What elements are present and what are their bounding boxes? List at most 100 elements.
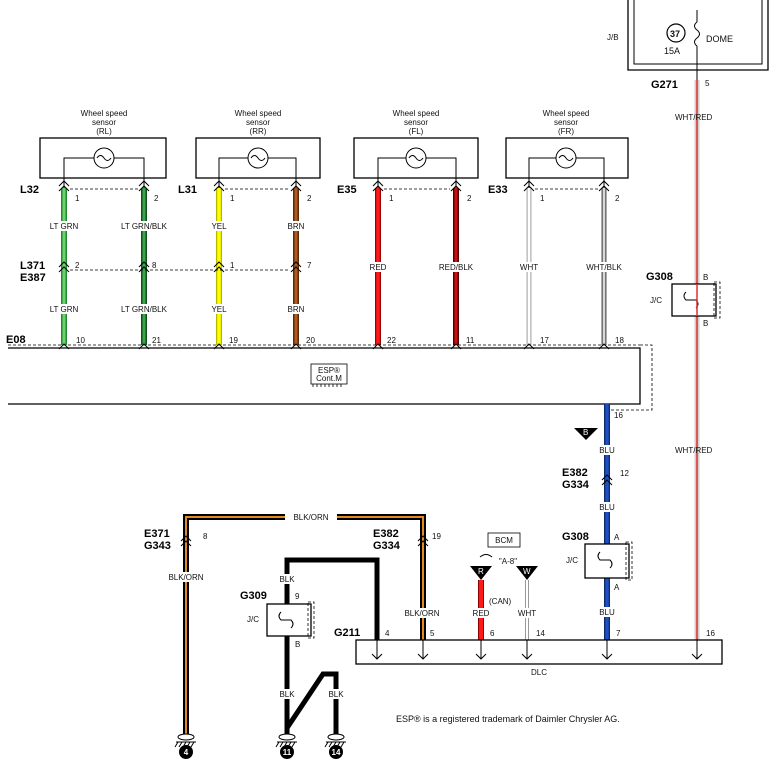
- connector-e382-low: E382: [373, 528, 399, 540]
- svg-text:BLK/ORN: BLK/ORN: [168, 573, 203, 582]
- svg-text:6: 6: [490, 629, 495, 638]
- svg-text:WHT/BLK: WHT/BLK: [586, 263, 622, 272]
- svg-text:5: 5: [430, 629, 435, 638]
- svg-text:RED: RED: [370, 263, 387, 272]
- svg-text:DLC: DLC: [531, 668, 547, 677]
- svg-text:J/C: J/C: [247, 615, 259, 624]
- svg-text:2: 2: [467, 194, 472, 203]
- svg-text:8: 8: [152, 261, 157, 270]
- svg-text:2: 2: [307, 194, 312, 203]
- svg-text:14: 14: [536, 629, 545, 638]
- connector-e382-mid: E382: [562, 467, 588, 479]
- svg-text:WHT: WHT: [520, 263, 538, 272]
- svg-text:BLU: BLU: [599, 608, 615, 617]
- connector-e08: E08: [6, 334, 26, 346]
- svg-text:sensor: sensor: [404, 118, 428, 127]
- bcm-module-icon: BCM: [487, 532, 521, 548]
- connector-l371: L371: [20, 260, 45, 272]
- svg-text:2: 2: [75, 261, 80, 270]
- svg-text:sensor: sensor: [246, 118, 270, 127]
- svg-text:A: A: [614, 583, 620, 592]
- svg-text:BLK/ORN: BLK/ORN: [404, 609, 439, 618]
- svg-text:YEL: YEL: [211, 222, 227, 231]
- pin-g308-top-a: B: [703, 273, 708, 282]
- sensor-fr: Wheel speed sensor (FR): [505, 109, 629, 188]
- svg-text:16: 16: [706, 629, 715, 638]
- svg-text:BCM: BCM: [495, 536, 513, 545]
- connector-l32: L32: [20, 184, 39, 196]
- wire-labels-lower: LT GRN LT GRN/BLK YEL BRN: [44, 304, 308, 314]
- svg-text:LT GRN: LT GRN: [50, 305, 79, 314]
- connector-g308-bottom: G308: [562, 531, 589, 543]
- svg-text:2: 2: [615, 194, 620, 203]
- svg-text:BLU: BLU: [599, 503, 615, 512]
- svg-text:J/C: J/C: [566, 556, 578, 565]
- dlc-connector: DLC: [355, 639, 723, 677]
- e08-pin-ticks: [58, 343, 610, 350]
- svg-text:Cont.M: Cont.M: [316, 374, 342, 383]
- connector-g343: G343: [144, 540, 171, 552]
- svg-text:BRN: BRN: [288, 305, 305, 314]
- fuse-number-circle: [666, 23, 686, 43]
- sensor-rr: Wheel speed sensor (RR): [195, 109, 321, 188]
- connector-g211: G211: [334, 627, 360, 639]
- jc-label-top: J/C: [650, 296, 662, 305]
- svg-text:7: 7: [307, 261, 312, 270]
- svg-text:10: 10: [76, 336, 85, 345]
- fuse-number: 37: [670, 29, 680, 39]
- connector-g309: G309: [240, 590, 267, 602]
- svg-text:2: 2: [154, 194, 159, 203]
- ground-4-icon: 4: [174, 733, 196, 759]
- svg-text:Wheel speed: Wheel speed: [543, 109, 590, 118]
- svg-text:sensor: sensor: [92, 118, 116, 127]
- svg-text:sensor: sensor: [554, 118, 578, 127]
- marker-r-triangle: [470, 566, 492, 580]
- svg-text:BRN: BRN: [288, 222, 305, 231]
- svg-text:RED: RED: [473, 609, 490, 618]
- svg-text:BLK/ORN: BLK/ORN: [293, 513, 328, 522]
- svg-text:BLK: BLK: [328, 690, 344, 699]
- connector-dash-lines: [70, 188, 598, 271]
- svg-text:9: 9: [295, 592, 300, 601]
- marker-w-triangle: [516, 566, 538, 580]
- svg-text:Wheel speed: Wheel speed: [81, 109, 128, 118]
- connector-g334-low: G334: [373, 540, 401, 552]
- svg-text:(RL): (RL): [96, 127, 112, 136]
- connector-e35: E35: [337, 184, 357, 196]
- svg-text:B: B: [295, 640, 300, 649]
- pin-g308-top-b: B: [703, 319, 708, 328]
- svg-text:12: 12: [620, 469, 629, 478]
- svg-text:19: 19: [432, 532, 441, 541]
- svg-text:(FL): (FL): [409, 127, 424, 136]
- connector-e387: E387: [20, 272, 46, 284]
- svg-text:1: 1: [389, 194, 394, 203]
- label-wht-red-bottom: WHT/RED: [675, 446, 713, 455]
- svg-text:19: 19: [229, 336, 238, 345]
- svg-text:(RR): (RR): [250, 127, 267, 136]
- svg-text:14: 14: [332, 748, 341, 757]
- marker-b-triangle: [574, 428, 598, 440]
- svg-text:21: 21: [152, 336, 161, 345]
- svg-text:WHT: WHT: [518, 609, 536, 618]
- svg-text:LT GRN/BLK: LT GRN/BLK: [121, 222, 168, 231]
- esp-control-module: ESP® Cont.M: [8, 344, 653, 411]
- fuse-name: DOME: [706, 34, 733, 44]
- junction-block: J/B 37 15A DOME: [607, 0, 769, 80]
- svg-text:1: 1: [75, 194, 80, 203]
- svg-text:16: 16: [614, 411, 623, 420]
- svg-text:22: 22: [387, 336, 396, 345]
- connector-l31: L31: [178, 184, 197, 196]
- connector-g271: G271: [651, 79, 678, 91]
- sensor-rl: Wheel speed sensor (RL): [39, 109, 167, 188]
- pin-g271: 5: [705, 79, 710, 88]
- svg-text:4: 4: [385, 629, 390, 638]
- svg-text:8: 8: [203, 532, 208, 541]
- svg-text:LT GRN: LT GRN: [50, 222, 79, 231]
- svg-text:LT GRN/BLK: LT GRN/BLK: [121, 305, 168, 314]
- svg-text:YEL: YEL: [211, 305, 227, 314]
- svg-text:A: A: [614, 533, 620, 542]
- svg-text:18: 18: [615, 336, 624, 345]
- svg-text:R: R: [478, 567, 484, 576]
- connector-g308-top: G308: [646, 271, 673, 283]
